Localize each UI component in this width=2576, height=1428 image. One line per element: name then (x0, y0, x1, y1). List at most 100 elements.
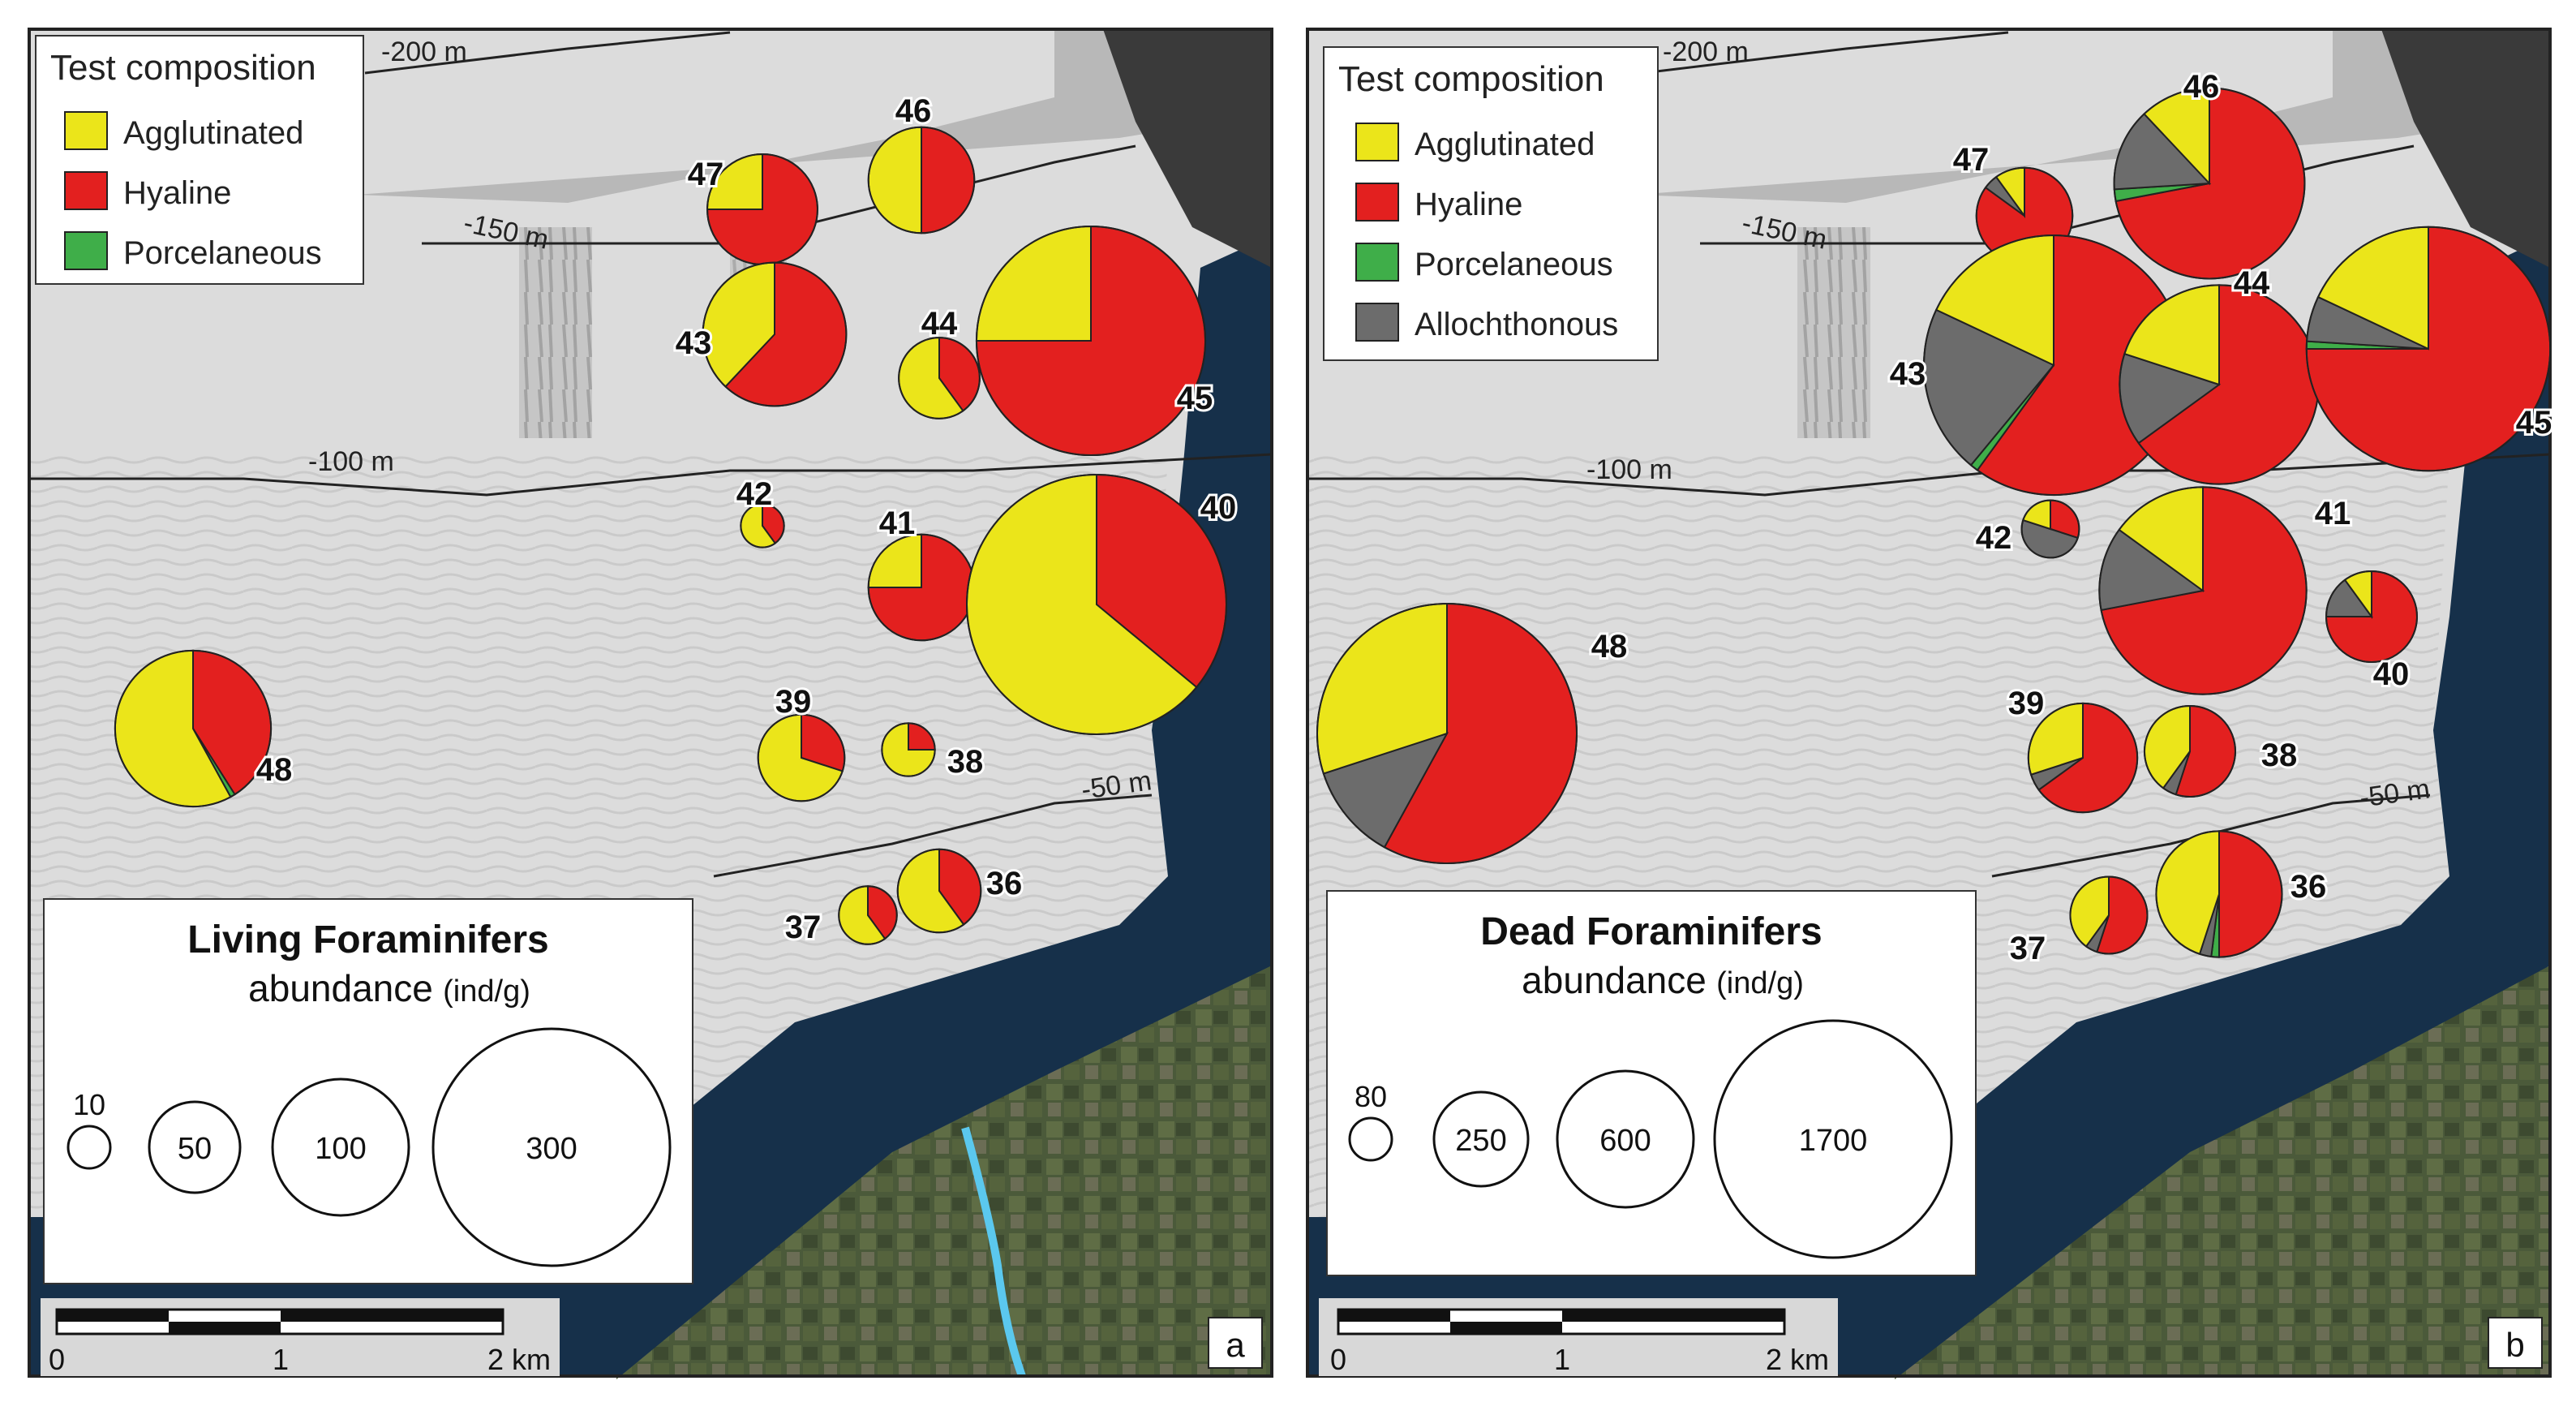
scale-bar: 0 1 2 km (1319, 1298, 1838, 1376)
canyon-1 (1797, 227, 1870, 438)
station-label: 38 (2261, 738, 2298, 773)
station-pie-39: 39 (2006, 683, 2139, 814)
pie-outline (975, 225, 1207, 457)
pie-outline (2305, 226, 2552, 472)
dark-relief (2381, 29, 2550, 268)
pie-outline (702, 261, 848, 407)
station-label: 45 (2516, 405, 2552, 441)
station-label: 38 (947, 744, 984, 780)
station-pie-45: 45 (975, 225, 1215, 457)
station-label: 41 (2315, 496, 2351, 531)
size-ref-circle (1556, 1069, 1695, 1209)
pie-outline (2113, 87, 2306, 280)
station-pie-38: 38 (2144, 705, 2299, 798)
pie-outline (2069, 875, 2149, 955)
contour-200 (1642, 31, 2009, 75)
size-legend: Living Foraminifers abundance (ind/g) 10… (43, 898, 693, 1284)
size-ref-label: 1700 (1799, 1124, 1868, 1158)
station-pie-36: 36 (896, 848, 1024, 934)
station-pie-48: 48 (1316, 602, 1629, 864)
legend-label: Porcelaneous (123, 235, 322, 271)
composition-legend: Test composition Agglutinated Hyaline Po… (1323, 46, 1659, 361)
contour-100 (29, 453, 1273, 497)
size-ref-circle (67, 1125, 112, 1170)
scale-bar: 0 1 2 km (41, 1298, 560, 1376)
size-legend-title: Living Foraminifers (187, 918, 548, 961)
station-pie-46: 46 (867, 91, 976, 234)
size-ref-circle (148, 1100, 242, 1194)
panel-label-box: a (1208, 1317, 1263, 1369)
size-legend: Dead Foraminifers abundance (ind/g) 80 2… (1326, 890, 1977, 1276)
contour-150 (1700, 144, 2415, 245)
contour-label: -100 m (1586, 454, 1672, 485)
station-label: 48 (1591, 629, 1628, 665)
station-label: 36 (986, 866, 1023, 901)
contour-50 (1991, 794, 2431, 878)
pie-outline (896, 848, 982, 934)
land-area (616, 966, 1272, 1379)
station-pie-39: 39 (757, 682, 846, 802)
pie-outline (2155, 830, 2283, 958)
station-label: 47 (1953, 142, 1990, 178)
legend-title: Test composition (50, 48, 316, 88)
size-ref-label: 10 (73, 1088, 105, 1121)
scale-label: 1 (1554, 1343, 1570, 1376)
contour-50 (713, 794, 1153, 878)
station-label: 37 (2010, 931, 2046, 966)
pie-outline (2098, 486, 2308, 695)
station-pie-42: 42 (734, 474, 785, 548)
legend-label: Agglutinated (123, 115, 303, 151)
scale-label: 0 (49, 1343, 65, 1376)
pie-outline (2020, 499, 2080, 559)
size-legend-unit: (ind/g) (1716, 966, 1804, 1000)
station-pie-41: 41 (2098, 486, 2353, 695)
station-pie-42: 42 (1973, 499, 2080, 559)
legend-label: Allochthonous (1415, 307, 1618, 342)
swatch-agglutinated (1355, 123, 1399, 161)
legend-label: Agglutinated (1415, 127, 1595, 162)
contour-100 (1307, 453, 2551, 497)
river (961, 1126, 1026, 1378)
station-label: 44 (921, 306, 958, 342)
size-legend-subtitle: abundance (248, 967, 433, 1009)
station-label: 43 (676, 325, 712, 361)
canyon-1 (519, 227, 592, 438)
contour-label: -200 m (381, 37, 467, 67)
station-pie-43: 43 (673, 261, 848, 407)
station-pie-37: 37 (2007, 875, 2149, 969)
size-legend-subtitle: abundance (1522, 959, 1707, 1001)
scale-label: 1 (273, 1343, 289, 1376)
panel-label: a (1226, 1326, 1245, 1364)
dark-relief (1103, 29, 1272, 268)
pie-outline (114, 649, 273, 808)
land-area (1895, 966, 2550, 1379)
station-label: 39 (775, 684, 812, 720)
legend-label: Hyaline (1415, 187, 1522, 222)
station-pie-40: 40 (2325, 570, 2418, 695)
pie-outline (2325, 570, 2418, 663)
size-ref-circle (1432, 1090, 1530, 1188)
station-pie-46: 46 (2113, 67, 2306, 280)
station-label: 42 (736, 476, 773, 512)
size-ref-label: 600 (1599, 1124, 1651, 1158)
swatch-hyaline (1355, 183, 1399, 222)
contour-label: -100 m (308, 446, 394, 477)
station-label: 46 (2183, 69, 2220, 105)
scale-label: 2 km (487, 1343, 551, 1376)
station-pie-41: 41 (867, 503, 976, 642)
pie-outline (867, 126, 976, 234)
size-ref-label: 100 (315, 1132, 366, 1166)
pie-outline (966, 474, 1227, 735)
pie-outline (740, 503, 785, 548)
size-ref-circle (431, 1027, 672, 1267)
size-legend-unit: (ind/g) (443, 974, 530, 1009)
scale-label: 0 (1330, 1343, 1346, 1376)
panel-b: -200 m -150 m -100 m -50 m Test composit… (1306, 28, 2554, 1379)
pie-outline (2144, 705, 2236, 798)
legend-label: Porcelaneous (1415, 247, 1613, 282)
pie-outline (1316, 603, 1578, 864)
station-label: 45 (1177, 381, 1213, 416)
size-ref-circle (1713, 1019, 1953, 1259)
legend-title: Test composition (1338, 59, 1604, 99)
